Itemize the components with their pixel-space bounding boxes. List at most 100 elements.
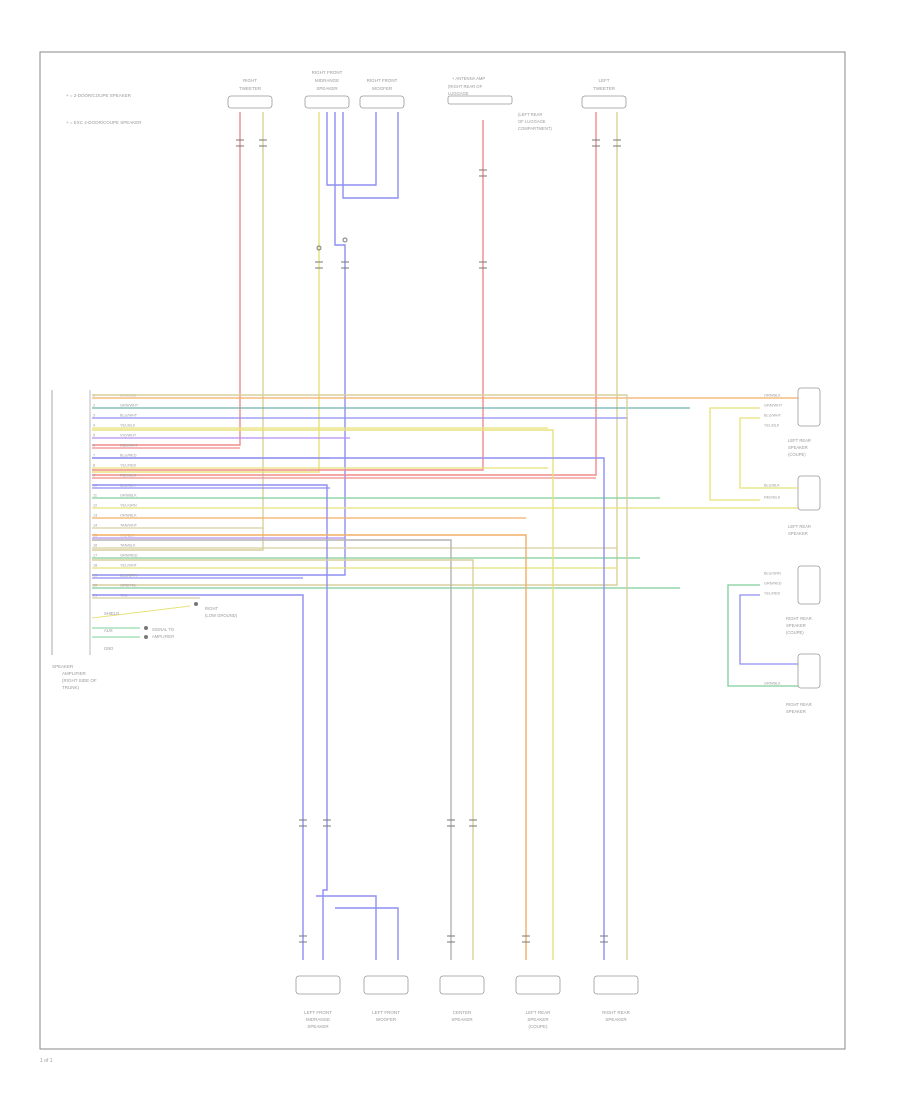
right-speakers [797,387,821,689]
pin-number: 16 [93,544,97,548]
rs-label-1b: SPEAKER [788,445,808,450]
pin-wire-label: BLU/RED [120,454,137,458]
wire-bl-mid-violet [92,484,328,960]
pin-wire-label: YEL/WHT [120,564,138,568]
rs-label-4a: RIGHT REAR [786,702,812,707]
bl-woofer-connector [363,975,409,995]
right-front-midrange-label-2: MIDRANGE [315,78,339,83]
aux-label-2: AUX [104,628,113,633]
rs-label-3a: RIGHT REAR [786,616,812,621]
bottom-connector-labels: LEFT FRONT MIDRANGE SPEAKER LEFT FRONT W… [304,1010,630,1029]
right-pin-label: RED/BLK [764,496,781,500]
right-tweeter-label-2: TWEETER [239,86,262,91]
right-front-woofer-label-1: RIGHT FRONT [367,78,398,83]
amplifier-bus-wires [92,397,798,599]
lr-label-2: SPEAKER [527,1017,549,1022]
antenna-line-2: (RIGHT REAR OF [448,84,483,89]
aux-label-3: GND [104,646,113,651]
pin-wire-label: GRN/RED [120,554,138,558]
bl-mid-label-2: MIDRANGE [306,1017,330,1022]
bl-woofer-label-2: WOOFER [376,1017,397,1022]
rr-label-1: RIGHT REAR [602,1010,630,1015]
pin-wire-label: YEL/GRN [120,504,137,508]
right-speaker-2 [797,475,821,511]
left-tweeter-connector [581,95,627,109]
right-front-woofer-label-2: WOOFER [372,86,393,91]
antenna-labels: + ANTENNA AMP (RIGHT REAR OF LUGGAGE (LE… [448,76,552,131]
wire-lr-orange [92,534,527,960]
lr-label-1: LEFT REAR [526,1010,551,1015]
wire-left-tweeter-red [92,112,597,476]
pin-number: 17 [93,554,97,558]
right-pin-label: GRN/WHT [764,404,783,408]
wire-rf-mid-yellow [92,112,320,473]
pin-number: 12 [93,504,97,508]
antenna-note-1: (LEFT REAR [518,112,542,117]
right-tweeter-connector [227,95,273,109]
amp-note-3: SIGNAL TO [152,627,175,632]
bottom-connectors [295,975,639,995]
bl-mid-connector [295,975,341,995]
antenna-line-3: LUGGAGE [448,91,469,96]
pin-number: 4 [93,424,95,428]
wire-rf-mid-blue2 [342,112,399,199]
bl-woofer-label-1: LEFT FRONT [372,1010,400,1015]
pin-number: 9 [93,474,95,478]
right-tweeter-label-1: RIGHT [243,78,257,83]
wire-left-tweeter-tan [92,112,618,586]
top-vertical-wires [92,112,618,586]
right-front-midrange-label-3: SPEAKER [316,86,338,91]
page-label: 1 of 1 [40,1058,53,1064]
wire-bl-woofer [335,907,399,960]
amp-note-4: AMPLIFIER [152,634,174,639]
right-front-woofer-connector [359,95,405,109]
wire-rr-blue [92,457,605,960]
bl-mid-label-1: LEFT FRONT [304,1010,332,1015]
right-speaker-3 [797,565,821,605]
pin-number: 6 [93,444,95,448]
pin-number: 13 [93,514,97,518]
right-speaker-wires [709,407,798,687]
pin-wire-label: RED/BLK [120,474,137,478]
right-speaker-labels: LEFT REAR SPEAKER (COUPE) LEFT REAR SPEA… [786,438,812,714]
right-speaker-1 [797,387,821,427]
amp-note-1: RIGHT [205,606,218,611]
top-connector-labels: RIGHT TWEETER RIGHT FRONT MIDRANGE SPEAK… [239,70,616,91]
right-pin-label: GRN/BLK [764,682,781,686]
rs-label-2a: LEFT REAR [788,524,811,529]
wire-bl-woofer2 [316,895,377,960]
center-label-2: SPEAKER [451,1017,473,1022]
wire-bl-mid-blue [92,594,304,960]
amplifier-label: SPEAKER AMPLIFIER (RIGHT SIDE OF TRUNK) [52,664,97,690]
legend-line-1: + = 2-DOOR/COUPE SPEAKER [66,93,132,98]
diagram-frame [39,51,846,1050]
wire-rf-mid-blue [92,112,346,576]
center-label-1: CENTER [453,1010,472,1015]
pin-wire-label: YEL/BLK [120,424,136,428]
center-connector [439,975,485,995]
legend: + = 2-DOOR/COUPE SPEAKER + = EXC 2-DOOR/… [66,93,142,125]
legend-line-2: + = EXC 2-DOOR/COUPE SPEAKER [66,120,142,125]
rr-connector [593,975,639,995]
pin-wire-label: VIO/WHT [120,434,137,438]
lr-connector [515,975,561,995]
pin-wire-label: YEL/RED [120,464,137,468]
pin-wire-label: GRN/BLK [120,494,137,498]
right-front-midrange-label-1: RIGHT FRONT [312,70,343,75]
wire-rr-tan [92,394,628,960]
rs-label-1c: (COUPE) [788,452,806,457]
pin-wire-label: TAN/BLK [120,544,136,548]
right-pin-label: YEL/BLK [764,424,780,428]
pin-wire-label: GRN/YEL [120,584,137,588]
wire-right-tweeter-red [92,112,241,446]
top-connectors [227,95,627,109]
wire-rf-mid-violet [326,112,377,186]
rs-label-4b: SPEAKER [786,709,806,714]
right-pin-label: BLU/WHT [764,414,782,418]
rs-label-1a: LEFT REAR [788,438,811,443]
wire-antenna-red [92,120,484,471]
right-speaker-4 [797,653,821,689]
bottom-vertical-wires [92,394,628,960]
